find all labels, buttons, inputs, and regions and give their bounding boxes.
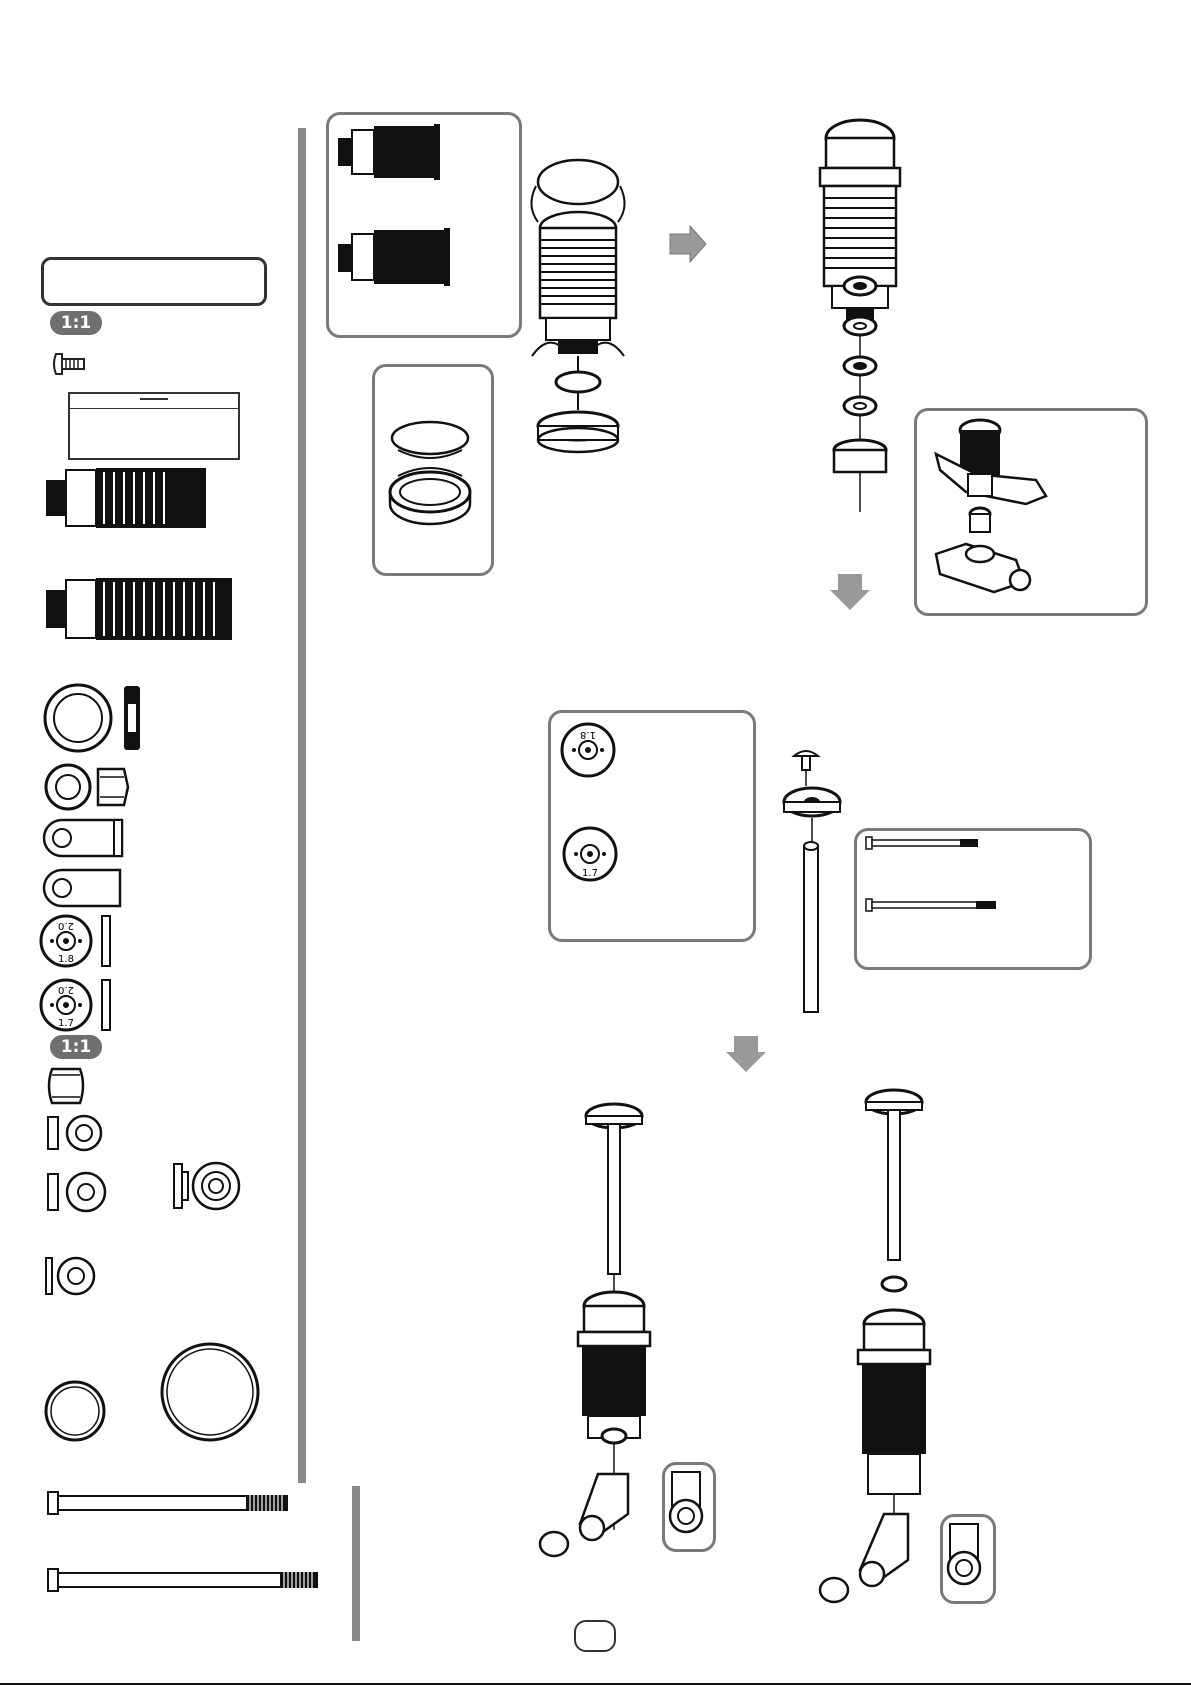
svg-text:1.7: 1.7	[58, 1018, 74, 1029]
washer-icon	[46, 1170, 110, 1214]
shock-body-long-icon	[44, 576, 194, 642]
column-divider	[298, 128, 306, 1483]
svg-text:2.0: 2.0	[58, 984, 74, 995]
o-ring-large-icon	[160, 1342, 260, 1442]
piston-choice-17-icon: 1.7	[562, 826, 622, 886]
parts-header-box	[41, 257, 267, 306]
rod-end-alt-icon	[42, 868, 132, 908]
svg-text:1.7: 1.7	[582, 868, 598, 879]
rod-end-icon	[42, 818, 132, 858]
ball-bushing-icon	[46, 1065, 86, 1107]
shock-body-choice-long-icon	[338, 228, 458, 286]
piston-shaft-assembly	[780, 746, 850, 1016]
scale-badge-top: 1:1	[50, 311, 102, 335]
screw-icon	[50, 350, 90, 378]
svg-text:2.0: 2.0	[58, 920, 74, 931]
bushing-icon	[46, 1113, 116, 1153]
next-step-arrow-right	[668, 224, 708, 264]
collar-icon	[44, 763, 134, 811]
next-step-arrow-down-2	[724, 1034, 768, 1074]
piston-choice-18-icon: 1.8	[560, 722, 620, 782]
flanged-washer-icon	[172, 1160, 242, 1212]
final-assembly-right	[820, 1084, 960, 1604]
shock-body-choice-short-icon	[338, 124, 448, 180]
shock-cap-icon	[44, 682, 154, 754]
page-number-box	[574, 1620, 616, 1652]
shaft-choice-long-icon	[864, 896, 1004, 916]
part-label-box	[68, 392, 240, 460]
final-assembly-left	[540, 1094, 670, 1564]
o-ring-small-icon	[44, 1380, 106, 1442]
rod-end-detail-right-icon	[946, 1522, 982, 1592]
bottom-divider	[352, 1486, 360, 1641]
shaft-short-icon	[46, 1488, 291, 1518]
next-step-arrow-down-1	[828, 572, 872, 612]
scale-badge-bottom: 1:1	[50, 1035, 102, 1059]
shaft-long-icon	[46, 1565, 321, 1595]
rod-end-detail-left-icon	[668, 1470, 704, 1540]
wrench-tool-icon	[936, 414, 1056, 604]
o-ring-detail-icon	[386, 420, 482, 530]
svg-text:1.8: 1.8	[58, 954, 74, 965]
piston-17-icon: 2.0 1.7	[40, 976, 120, 1034]
small-washer-icon	[44, 1256, 100, 1296]
piston-18-icon: 2.0 1.8	[40, 912, 120, 970]
shaft-choice-short-icon	[864, 834, 984, 854]
shock-body-short-icon	[44, 466, 174, 530]
shock-body-assembly	[516, 156, 636, 476]
svg-text:1.8: 1.8	[580, 729, 596, 740]
seal-stack	[834, 274, 888, 474]
